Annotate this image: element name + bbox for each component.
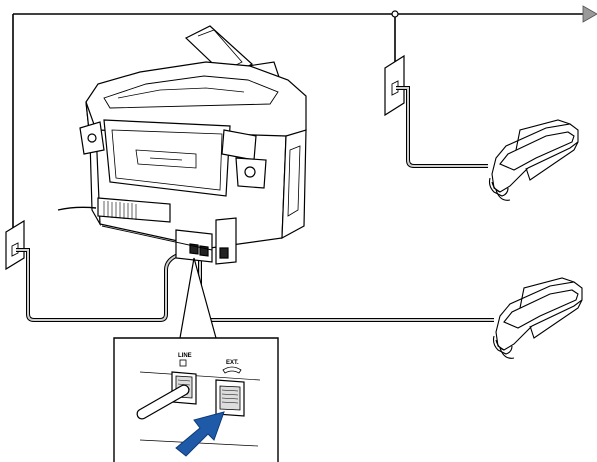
ext-jack: EXT. xyxy=(215,360,245,417)
callout-pointer xyxy=(179,257,217,339)
ext-cord xyxy=(198,252,494,322)
telephone-icon xyxy=(488,119,579,201)
line-label: LINE xyxy=(178,353,192,359)
inset-panel: LINE EXT. xyxy=(113,337,279,462)
blue-arrow-icon xyxy=(175,411,225,457)
ext-label: EXT. xyxy=(226,360,239,366)
fax-machine xyxy=(57,25,307,265)
line-plug-cord xyxy=(136,384,190,420)
line-cord xyxy=(16,248,195,322)
outside-line xyxy=(12,13,585,232)
arrow-right-icon xyxy=(582,5,597,23)
wall-jack-icon xyxy=(5,219,25,271)
line-junction-node xyxy=(391,10,399,18)
line-jack-icon xyxy=(179,359,187,367)
handset-icon xyxy=(222,366,242,374)
phone-cord-upper xyxy=(396,86,488,168)
wall-jack-icon xyxy=(384,54,405,117)
telephone-icon xyxy=(492,277,583,359)
